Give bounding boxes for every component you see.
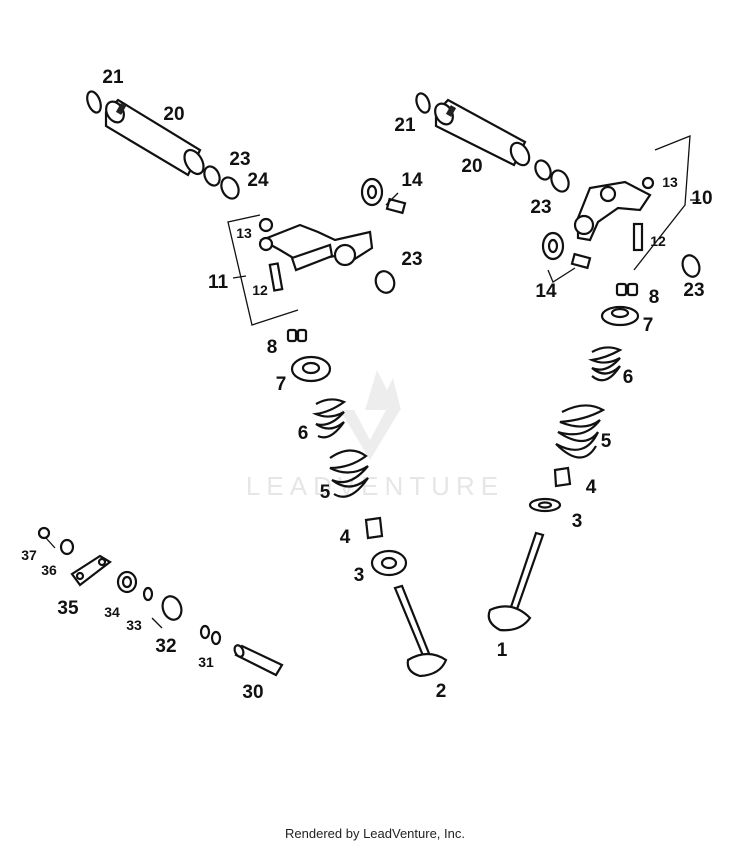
- part-3-right-spring-seat: [528, 497, 562, 513]
- part-35-plate: [70, 554, 112, 587]
- callout-1: 1: [497, 640, 508, 661]
- callout-23: 23: [229, 149, 250, 170]
- part-21-right-oring: [415, 92, 431, 114]
- part-5-right-outer-spring: [555, 404, 606, 459]
- part-23-24-left-washers: [203, 165, 240, 200]
- callout-14: 14: [535, 281, 557, 302]
- part-14-right-roller: [541, 231, 592, 283]
- part-14-left-roller: [360, 177, 407, 215]
- callout-11: 11: [208, 272, 229, 293]
- part-21-left-oring: [86, 90, 102, 114]
- callout-24: 24: [247, 170, 269, 191]
- callout-3: 3: [572, 511, 583, 532]
- callout-33: 33: [126, 617, 142, 633]
- callout-2: 2: [436, 681, 447, 702]
- watermark-text: LEADVENTURE: [246, 471, 504, 501]
- part-34-33-bushing: [116, 570, 154, 602]
- callout-13: 13: [662, 174, 678, 190]
- callout-35: 35: [57, 598, 79, 619]
- part-8-left-keepers: [286, 328, 308, 343]
- callout-20: 20: [163, 104, 184, 125]
- part-11-left-rocker-assembly: [227, 214, 374, 326]
- part-23-right-washers: [534, 159, 570, 193]
- callout-30: 30: [242, 682, 263, 703]
- part-23-right-washer-lower: [681, 254, 701, 278]
- callout-21: 21: [394, 115, 416, 136]
- callout-3: 3: [354, 565, 365, 586]
- callout-5: 5: [601, 431, 612, 452]
- part-20-left-rocker-shaft: [104, 98, 205, 177]
- watermark: LEADVENTURE: [246, 370, 504, 501]
- callout-13: 13: [236, 225, 252, 241]
- part-6-right-inner-spring: [587, 346, 623, 382]
- callout-12: 12: [650, 233, 666, 249]
- part-32-clip: [151, 595, 183, 629]
- callout-7: 7: [643, 315, 654, 336]
- part-7-right-retainer: [600, 305, 640, 327]
- part-5-left-outer-spring: [329, 449, 369, 498]
- callout-36: 36: [41, 562, 57, 578]
- part-36-washer: [59, 538, 75, 556]
- part-10-right-rocker-assembly: [573, 135, 700, 271]
- part-30-shaft: [233, 644, 284, 677]
- callout-6: 6: [623, 367, 634, 388]
- part-20-right-rocker-shaft: [434, 98, 531, 167]
- part-37-bolt: [37, 526, 56, 549]
- callout-37: 37: [21, 547, 37, 563]
- callout-32: 32: [155, 636, 176, 657]
- callout-12: 12: [252, 282, 268, 298]
- callout-23: 23: [683, 280, 704, 301]
- callout-4: 4: [340, 527, 351, 548]
- part-2-intake-valve: [393, 584, 448, 678]
- callout-5: 5: [320, 482, 331, 503]
- part-4-left-valve-seal: [364, 516, 384, 540]
- callout-23: 23: [530, 197, 551, 218]
- callout-20: 20: [461, 156, 482, 177]
- part-8-right-keepers: [615, 282, 639, 297]
- callout-14: 14: [401, 170, 423, 191]
- callout-23: 23: [401, 249, 422, 270]
- callout-34: 34: [104, 604, 120, 620]
- callout-21: 21: [102, 67, 124, 88]
- callout-4: 4: [586, 477, 597, 498]
- callout-8: 8: [649, 287, 660, 308]
- callout-6: 6: [298, 423, 309, 444]
- callout-31: 31: [198, 654, 214, 670]
- part-1-exhaust-valve: [487, 531, 545, 632]
- part-6-left-inner-spring: [311, 398, 347, 439]
- footer-credit: Rendered by LeadVenture, Inc.: [285, 826, 465, 841]
- part-4-right-valve-seal: [553, 466, 572, 488]
- part-3-left-spring-seat: [370, 549, 408, 577]
- part-23-left-washer-lower: [374, 270, 396, 294]
- part-7-left-retainer: [290, 355, 332, 383]
- callout-8: 8: [267, 337, 278, 358]
- part-31-orings: [199, 624, 222, 646]
- callout-10: 10: [691, 188, 712, 209]
- callout-7: 7: [276, 374, 287, 395]
